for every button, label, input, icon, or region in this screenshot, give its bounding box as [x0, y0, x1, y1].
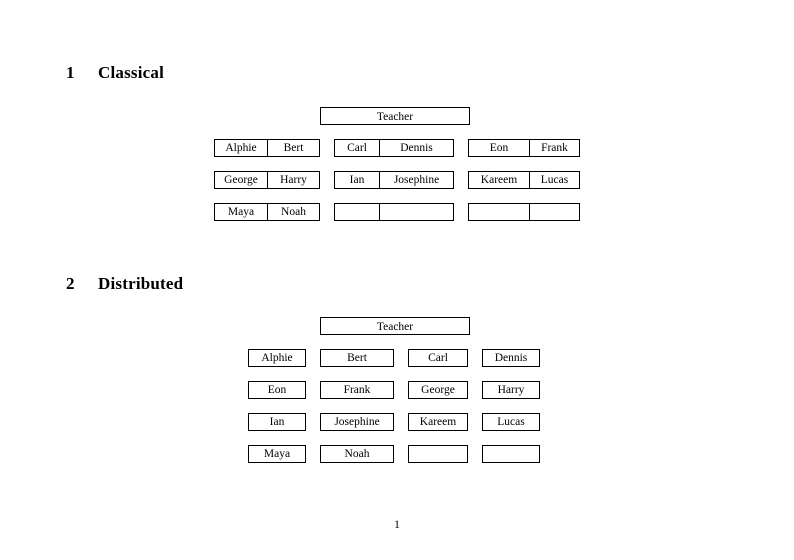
section-number: 1 [66, 63, 75, 82]
column-spacer [468, 413, 482, 431]
table-row: Ian Josephine Kareem Lucas [248, 413, 540, 431]
name-cell: Harry [482, 381, 540, 399]
teacher-box-classical: Teacher [320, 107, 470, 125]
name-cell: Josephine [320, 413, 394, 431]
section-title: Distributed [98, 274, 184, 293]
empty-cell [408, 445, 468, 463]
column-spacer [306, 413, 320, 431]
cell-group: Eon Frank [468, 139, 580, 157]
name-cell: Carl [347, 142, 367, 154]
column-spacer [394, 381, 408, 399]
group-spacer [320, 203, 334, 221]
name-cell: Lucas [529, 172, 579, 188]
cell-group: Carl Dennis [334, 139, 454, 157]
name-cell: Alphie [225, 142, 257, 154]
cell-group: George Harry [214, 171, 320, 189]
name-cell: Alphie [248, 349, 306, 367]
group-spacer [454, 139, 468, 157]
table-row: Alphie Bert Carl Dennis Eon Frank [214, 139, 580, 157]
cell-group: Ian Josephine [334, 171, 454, 189]
empty-cell [335, 204, 379, 220]
group-spacer [454, 203, 468, 221]
name-cell: Kareem [408, 413, 468, 431]
name-cell: Dennis [482, 349, 540, 367]
column-spacer [306, 381, 320, 399]
group-spacer [320, 139, 334, 157]
name-cell: Frank [529, 140, 579, 156]
teacher-box-distributed: Teacher [320, 317, 470, 335]
cell-group: Maya Noah [214, 203, 320, 221]
empty-cell [469, 204, 529, 220]
name-cell: Eon [489, 142, 509, 154]
section-title: Classical [98, 63, 165, 82]
page-number: 1 [394, 519, 400, 531]
name-cell: Kareem [480, 174, 518, 186]
name-cell: Bert [267, 140, 319, 156]
column-spacer [306, 445, 320, 463]
group-spacer [454, 171, 468, 189]
group-spacer [320, 171, 334, 189]
name-cell: Lucas [482, 413, 540, 431]
section-heading-classical: 1 Classical [66, 63, 164, 83]
name-cell: Maya [227, 206, 255, 218]
cell-group: Kareem Lucas [468, 171, 580, 189]
cell-group [334, 203, 454, 221]
name-cell: Bert [320, 349, 394, 367]
column-spacer [394, 413, 408, 431]
name-cell: George [408, 381, 468, 399]
table-row: Alphie Bert Carl Dennis [248, 349, 540, 367]
section-number: 2 [66, 274, 75, 293]
column-spacer [468, 381, 482, 399]
column-spacer [468, 349, 482, 367]
name-cell: Carl [408, 349, 468, 367]
empty-cell [379, 204, 453, 220]
name-cell: Maya [248, 445, 306, 463]
table-row: Eon Frank George Harry [248, 381, 540, 399]
name-cell: George [224, 174, 258, 186]
name-cell: Eon [248, 381, 306, 399]
name-cell: Dennis [379, 140, 453, 156]
name-cell: Josephine [379, 172, 453, 188]
name-cell: Noah [267, 204, 319, 220]
name-cell: Noah [320, 445, 394, 463]
empty-cell [529, 204, 579, 220]
column-spacer [394, 349, 408, 367]
cell-group [468, 203, 580, 221]
column-spacer [394, 445, 408, 463]
name-cell: Frank [320, 381, 394, 399]
column-spacer [306, 349, 320, 367]
empty-cell [482, 445, 540, 463]
table-row: Maya Noah [214, 203, 580, 221]
name-cell: Harry [267, 172, 319, 188]
name-cell: Ian [248, 413, 306, 431]
name-cell: Ian [349, 174, 365, 186]
column-spacer [468, 445, 482, 463]
table-row: Maya Noah [248, 445, 540, 463]
table-row: George Harry Ian Josephine Kareem Lucas [214, 171, 580, 189]
cell-group: Alphie Bert [214, 139, 320, 157]
section-heading-distributed: 2 Distributed [66, 274, 183, 294]
